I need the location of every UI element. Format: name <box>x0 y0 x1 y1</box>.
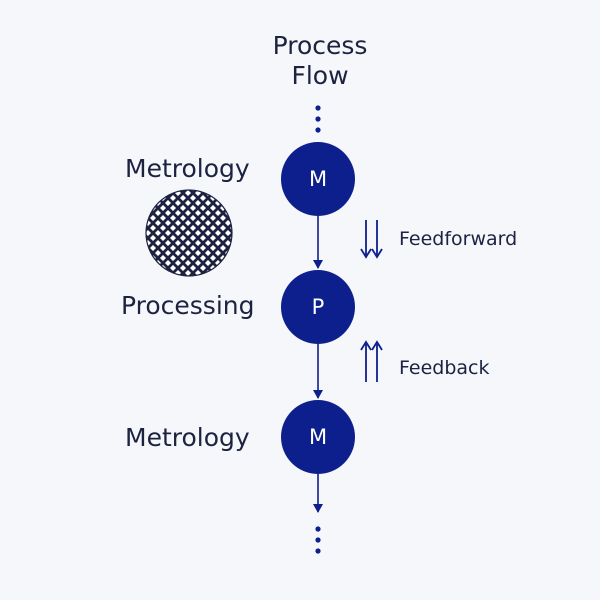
node-label-p: P <box>311 295 325 319</box>
feedforward-label: Feedforward <box>399 228 518 250</box>
node-label-m-2: M <box>308 425 328 449</box>
metrology-node-1 <box>281 142 355 216</box>
node-label-m-1: M <box>308 167 328 191</box>
stage-label-metrology-1: Metrology <box>125 154 250 183</box>
double-down-arrow-icon <box>360 220 383 259</box>
processing-node <box>281 270 355 344</box>
metrology-node-2 <box>281 400 355 474</box>
feedback-label: Feedback <box>399 357 490 379</box>
double-up-arrow-icon <box>360 340 383 382</box>
stage-label-processing: Processing <box>121 291 255 320</box>
title-line-2: Flow <box>291 61 349 90</box>
bottom-continuation-dots <box>315 526 321 554</box>
top-continuation-dots <box>315 105 321 133</box>
stage-label-metrology-2: Metrology <box>125 423 250 452</box>
title-line-1: Process <box>272 31 368 60</box>
